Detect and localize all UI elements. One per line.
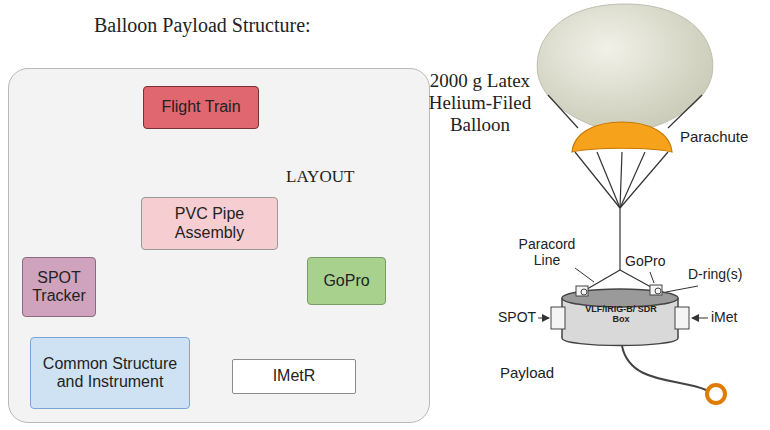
panel-heading: LAYOUT <box>286 167 354 187</box>
gopro-box: GoPro <box>307 257 386 305</box>
spot-label: SPOT <box>498 309 536 325</box>
imet-label: iMet <box>711 309 737 325</box>
gopro-label: GoPro <box>625 253 665 269</box>
payload-label: Payload <box>500 364 554 381</box>
box-label: SPOT Tracker <box>29 269 89 306</box>
pvc-assembly-box: PVC Pipe Assembly <box>141 197 278 250</box>
paracord-label: Paracord Line <box>512 236 582 268</box>
diagram-title: Balloon Payload Structure: <box>94 14 311 37</box>
balloon-label: 2000 g Latex Helium-Filed Balloon <box>412 70 548 136</box>
parachute <box>572 122 672 152</box>
box-label: IMetR <box>273 367 316 385</box>
payload-box <box>551 285 725 403</box>
box-label: Flight Train <box>161 98 240 116</box>
imetr-box: IMetR <box>232 359 356 394</box>
balloon-envelope <box>537 4 713 132</box>
layout-panel: LAYOUT Flight TrainPVC Pipe AssemblySPOT … <box>8 68 430 423</box>
suspension-lines <box>548 95 702 292</box>
box-label: GoPro <box>323 272 369 290</box>
box-label: Common Structure and Instrument <box>37 355 183 392</box>
parachute-label: Parachute <box>680 128 748 145</box>
spot-tracker-box: SPOT Tracker <box>22 257 96 317</box>
dring-label: D-ring(s) <box>688 266 742 282</box>
flight-train-box: Flight Train <box>143 86 259 129</box>
box-print-label: VLF/IRIG-B/ SDR Box <box>584 304 658 325</box>
box-label: PVC Pipe Assembly <box>148 205 271 242</box>
common-structure-box: Common Structure and Instrument <box>30 337 190 409</box>
